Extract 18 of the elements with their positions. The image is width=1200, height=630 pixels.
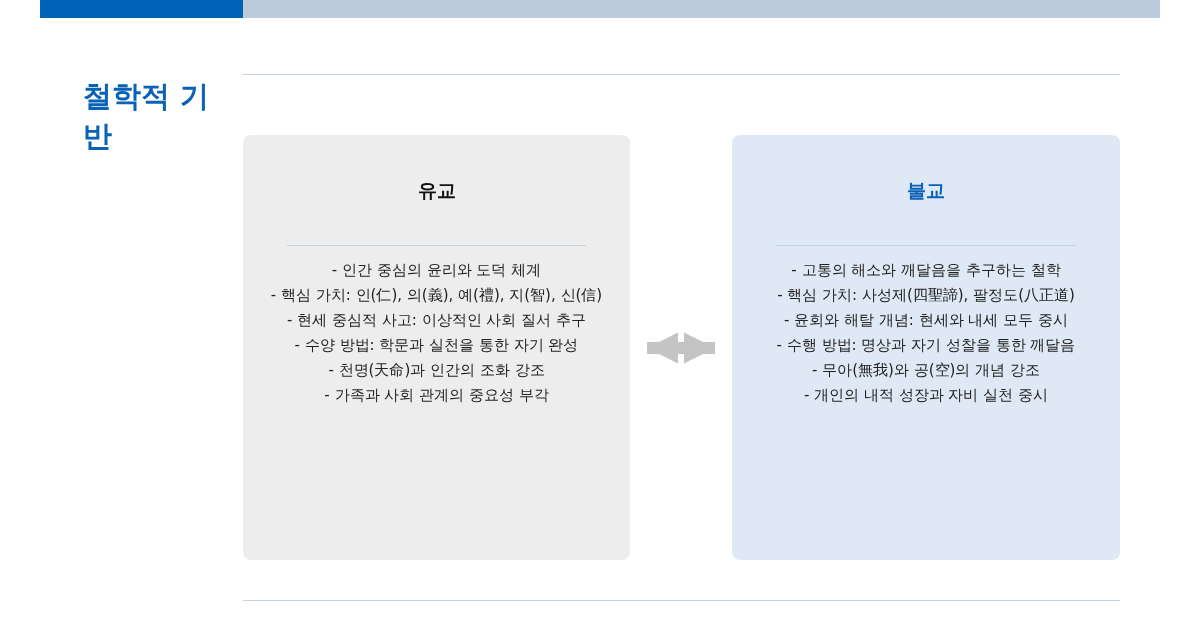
list-item: - 개인의 내적 성장과 자비 실천 중시 bbox=[803, 385, 1049, 406]
list-item: - 가족과 사회 관계의 중요성 부각 bbox=[323, 385, 550, 406]
list-item: - 수행 방법: 명상과 자기 성찰을 통한 깨달음 bbox=[775, 335, 1077, 356]
panel-heading: 유교 bbox=[416, 178, 457, 203]
double-arrow bbox=[647, 332, 715, 364]
list-item: - 핵심 가치: 사성제(四聖諦), 팔정도(八正道) bbox=[776, 285, 1076, 306]
list-item: - 무아(無我)와 공(空)의 개념 강조 bbox=[811, 360, 1041, 381]
list-item: - 천명(天命)과 인간의 조화 강조 bbox=[327, 360, 546, 381]
list-item: - 핵심 가치: 인(仁), 의(義), 예(禮), 지(智), 신(信) bbox=[269, 285, 604, 306]
list-item: - 고통의 해소와 깨달음을 추구하는 철학 bbox=[790, 260, 1062, 281]
content-panel bbox=[243, 135, 630, 560]
panel-heading: 불교 bbox=[906, 178, 946, 203]
list-item: - 인간 중심의 윤리와 도덕 체계 bbox=[330, 260, 543, 281]
slide-title: 철학적 기반 bbox=[83, 78, 211, 155]
list-item: - 윤회와 해탈 개념: 현세와 내세 모두 중시 bbox=[783, 310, 1069, 331]
content-panel bbox=[732, 135, 1120, 560]
list-item: - 수양 방법: 학문과 실천을 통한 자기 완성 bbox=[293, 335, 580, 356]
list-item: - 현세 중심적 사고: 이상적인 사회 질서 추구 bbox=[286, 310, 587, 331]
